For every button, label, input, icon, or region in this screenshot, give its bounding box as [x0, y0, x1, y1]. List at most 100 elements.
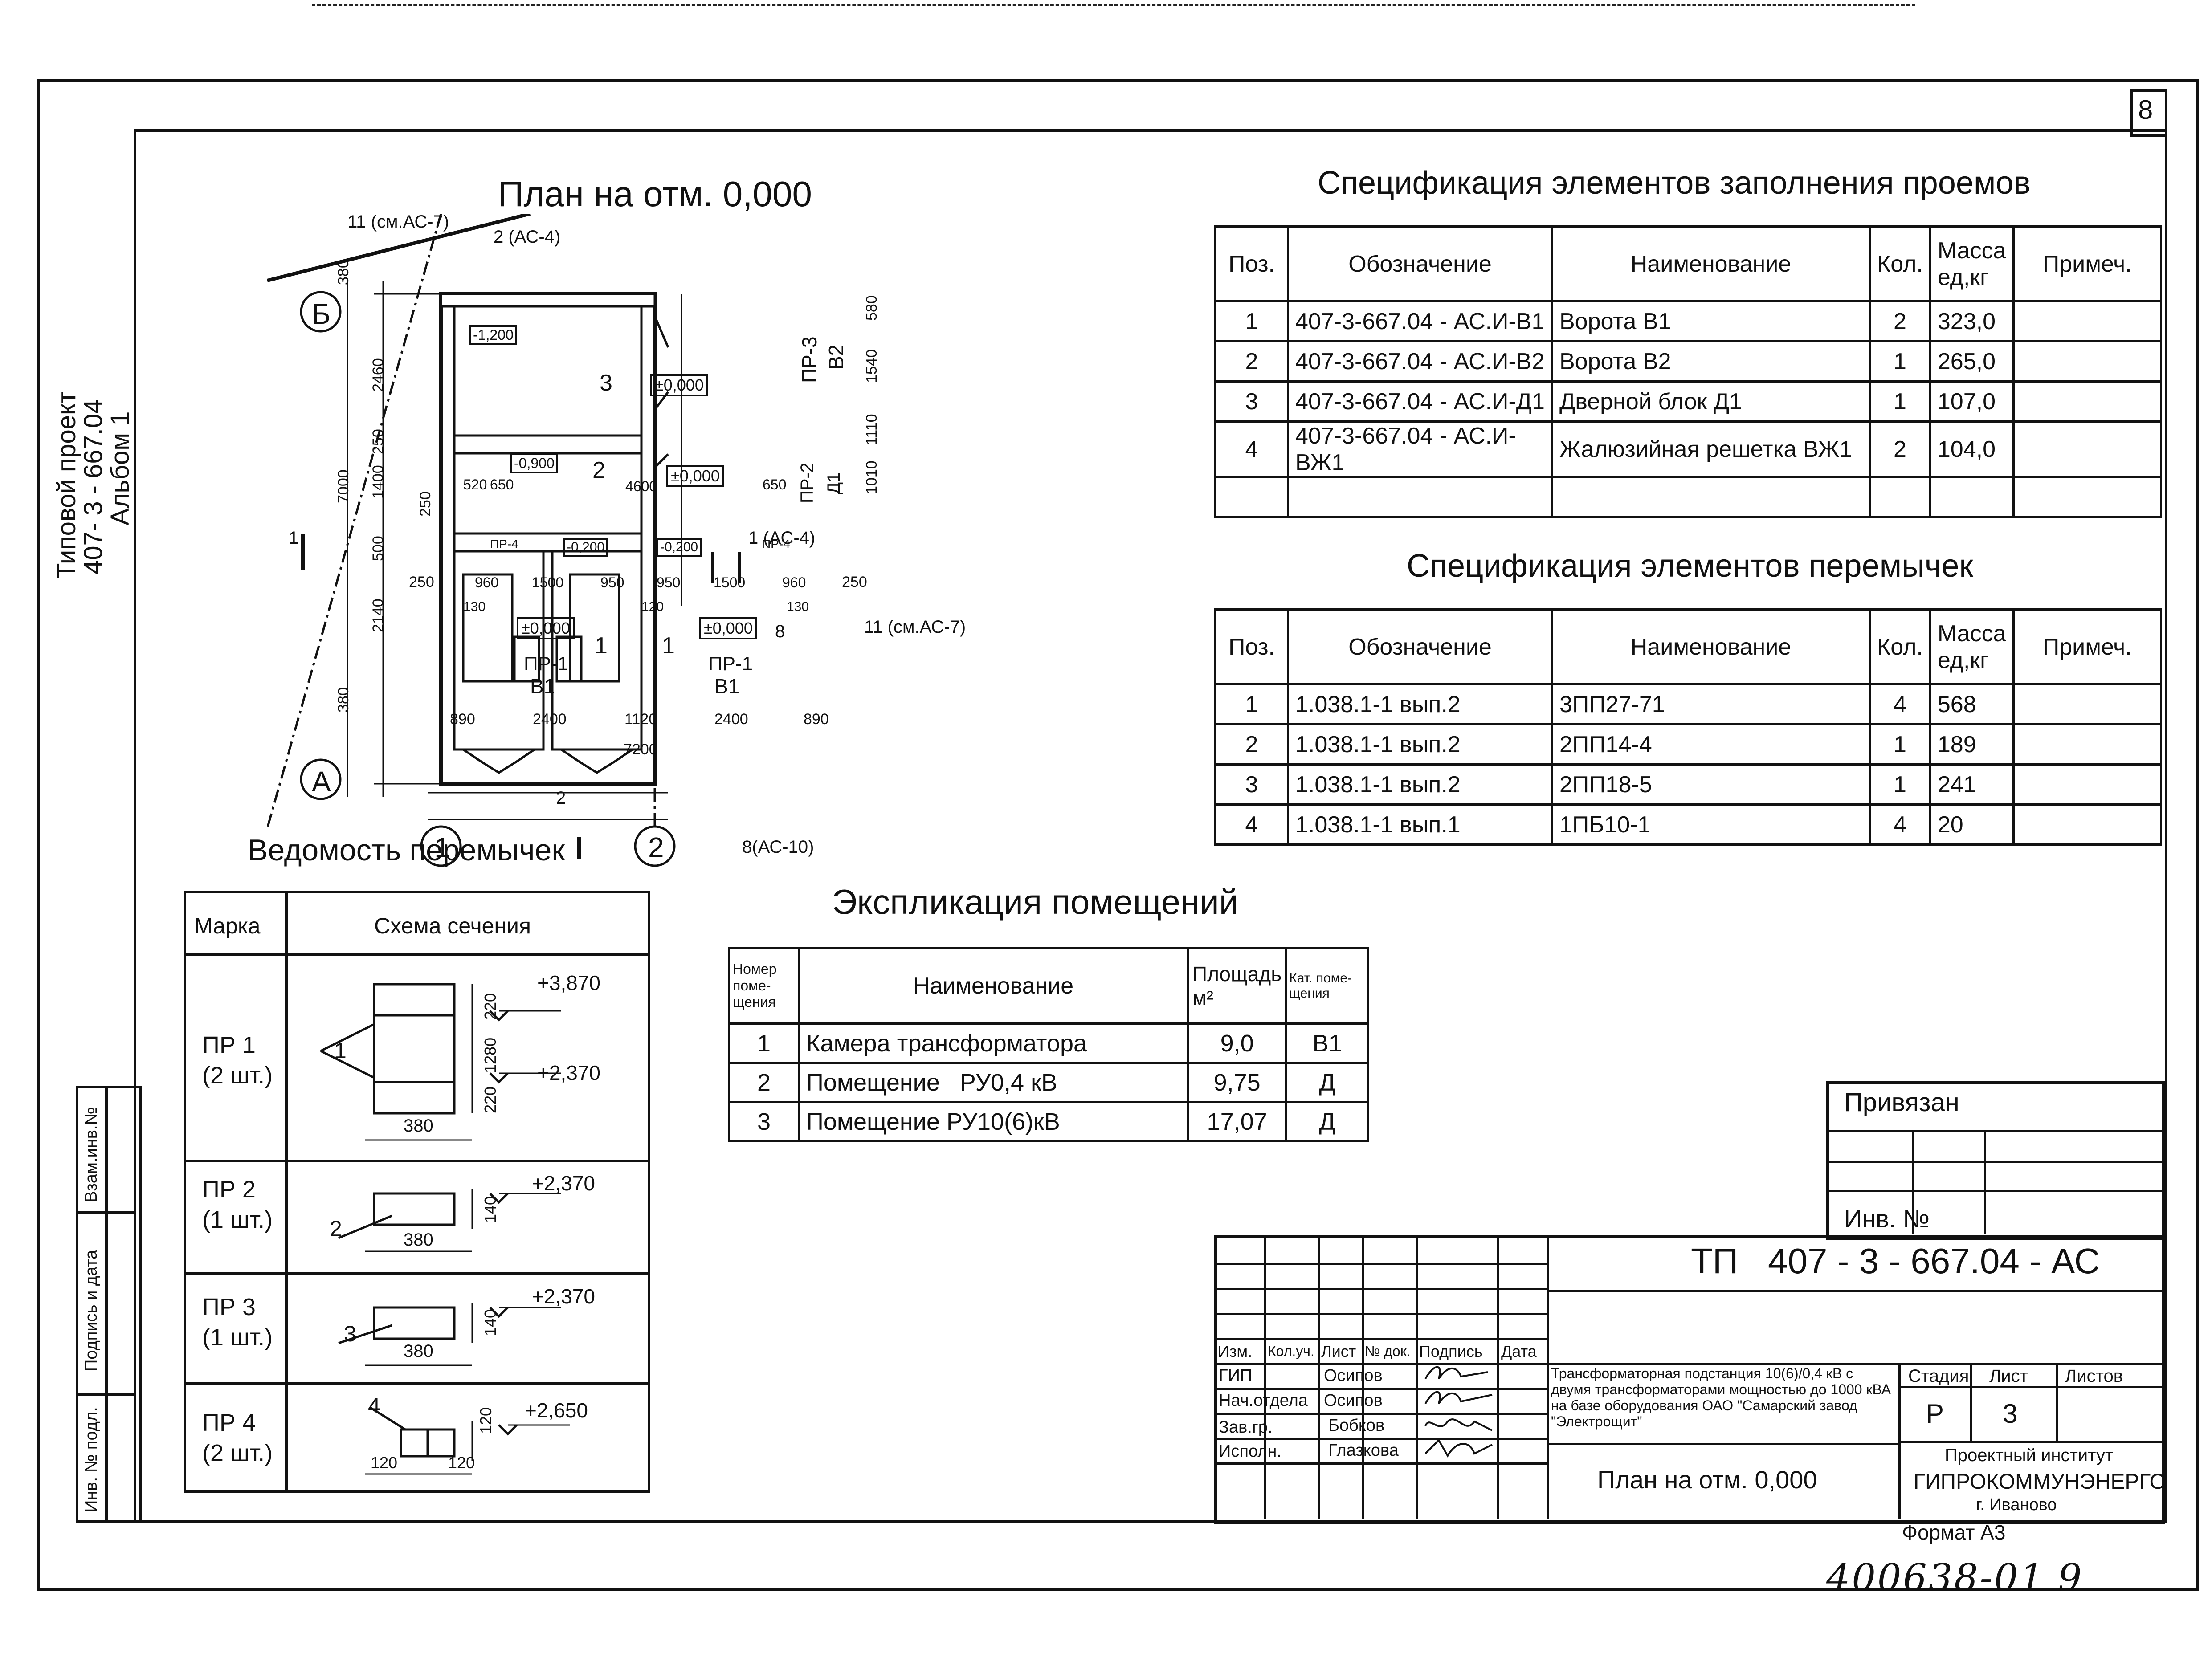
- dim-bot-890b: 890: [804, 711, 829, 728]
- dim-left-250c: 250: [409, 574, 434, 591]
- level-m900: -0,900: [510, 453, 558, 473]
- tb-name-gip: Осипов: [1324, 1366, 1383, 1385]
- lintel-pos-1: 1: [334, 1038, 347, 1063]
- th-code: Обозначение: [1287, 225, 1553, 302]
- mark-v1b: В1: [714, 675, 740, 698]
- exp-th-cat: Кат. поме-щения: [1285, 947, 1369, 1025]
- mark-eight: 8: [775, 622, 785, 641]
- th-mass: Масса ед,кг: [1929, 608, 2015, 685]
- dim-small-130b: 130: [787, 599, 809, 614]
- table-row: 4 1.038.1-1 вып.1 1ПБ10-1 4 20: [1214, 803, 2163, 846]
- th-name: Наименование: [1551, 608, 1871, 685]
- lintel-pr1-width: 380: [404, 1116, 433, 1136]
- spec-openings-title: Спецификация элементов заполнения проемо…: [1318, 165, 2031, 201]
- table-row: 2 1.038.1-1 вып.2 2ПП14-4 1 189: [1214, 723, 2163, 766]
- tb-stage-val: Р: [1926, 1399, 1944, 1429]
- signature-3: [1424, 1418, 1493, 1431]
- th-pos: Поз.: [1214, 225, 1289, 302]
- exp-th-name: Наименование: [798, 947, 1189, 1025]
- tb-name-zav: Бобков: [1328, 1416, 1385, 1435]
- lintel-pr3-width: 380: [404, 1341, 433, 1361]
- tb-org-line1: Проектный институт: [1945, 1446, 2114, 1465]
- lintel-pr3-h1: 140: [481, 1309, 499, 1336]
- lintel-pr1-h2: 1280: [481, 1037, 499, 1073]
- lintel-pr1-h3: 220: [481, 1086, 499, 1113]
- mark-pr4a: ПР-4: [490, 537, 518, 551]
- dim-mid-960b: 960: [782, 574, 806, 591]
- privyazan-inv: Инв. №: [1844, 1205, 1930, 1233]
- tb-stage-h: Стадия: [1908, 1366, 1969, 1386]
- lintel-pr1-lvl-top: +3,870: [537, 971, 600, 994]
- lintel-mark-pr3: ПР 3: [202, 1294, 256, 1320]
- dim-total-7200: 7200: [624, 741, 657, 758]
- lintel-mark-pr1: ПР 1: [202, 1032, 256, 1059]
- tb-org-line3: г. Иваново: [1976, 1495, 2057, 1514]
- lintel-section-pr2: [338, 1189, 561, 1252]
- dim-650b: 650: [763, 477, 787, 493]
- dim-4600: 4600: [625, 478, 657, 494]
- lintel-pos-2: 2: [330, 1216, 342, 1241]
- lintel-qty-pr2: (1 шт.): [202, 1206, 273, 1233]
- dim-650a: 650: [490, 477, 514, 493]
- dim-left-1400: 1400: [370, 465, 387, 499]
- th-note: Примеч.: [2012, 608, 2163, 685]
- level-m1200: -1,200: [469, 325, 517, 345]
- mark-pr1a: ПР-1: [524, 653, 569, 675]
- dim-small-130a: 130: [463, 599, 486, 614]
- tb-name-nach: Осипов: [1324, 1391, 1383, 1410]
- level-room2: ±0,000: [666, 465, 724, 487]
- level-m200b: -0,200: [657, 538, 702, 557]
- level-room1b: ±0,000: [699, 617, 757, 639]
- axis-b-circle: [300, 291, 342, 333]
- tb-col-koluch: Кол.уч.: [1268, 1343, 1314, 1359]
- dim-mid-1500b: 1500: [714, 574, 746, 591]
- ref-8-bottom: 8(АС-10): [742, 837, 814, 857]
- dim-left-2460: 2460: [370, 358, 387, 392]
- tb-role-ispoln: Исполн.: [1219, 1442, 1281, 1461]
- floor-plan: [267, 214, 741, 867]
- lintel-th-mark: Марка: [194, 913, 261, 938]
- mark-pr1b: ПР-1: [708, 653, 753, 675]
- th-name: Наименование: [1551, 225, 1871, 302]
- spec-lintels-title: Спецификация элементов перемычек: [1407, 548, 1973, 584]
- mark-v2: В2: [824, 344, 848, 370]
- plan-title: План на отм. 0,000: [498, 174, 812, 214]
- table-row: 3 407-3-667.04 - АС.И-Д1 Дверной блок Д1…: [1214, 380, 2163, 423]
- th-qty: Кол.: [1869, 225, 1931, 302]
- dim-left-2140: 2140: [370, 599, 387, 632]
- room-1b-number: 1: [662, 633, 675, 659]
- dim-right-1540: 1540: [863, 349, 880, 383]
- th-code: Обозначение: [1287, 608, 1553, 685]
- title-block: [1214, 1235, 2165, 1524]
- lintel-th-scheme: Схема сечения: [374, 913, 531, 938]
- lintel-qty-pr3: (1 шт.): [202, 1324, 273, 1351]
- lintel-list-title: Ведомость перемычек: [248, 833, 565, 867]
- side-stamp-vzam: Взам.инв.№: [82, 1107, 101, 1202]
- dim-left-500: 500: [370, 536, 387, 561]
- level-room1a: ±0,000: [517, 617, 575, 639]
- table-row: 1 1.038.1-1 вып.2 3ПП27-71 4 568: [1214, 683, 2163, 725]
- tb-list-h: Лист: [1989, 1366, 2028, 1386]
- lintel-section-pr4: [365, 1406, 570, 1475]
- level-room3: ±0,000: [650, 374, 708, 396]
- dim-left-250a: 250: [370, 429, 387, 454]
- lintel-mark-pr4: ПР 4: [202, 1409, 256, 1436]
- sheet-number: 8: [2138, 95, 2153, 125]
- tb-col-podpis: Подпись: [1419, 1342, 1483, 1360]
- axis-2-circle: [634, 825, 676, 867]
- dim-bot-1120: 1120: [624, 711, 657, 728]
- dim-mid-1500a: 1500: [532, 574, 564, 591]
- th-note: Примеч.: [2012, 225, 2163, 302]
- room-1a-outline: [453, 550, 545, 751]
- ref-2-bottom: 2: [556, 788, 566, 808]
- explication-title: Экспликация помещений: [832, 882, 1239, 921]
- lintel-pr2-lvl-top: +2,370: [532, 1172, 595, 1195]
- room-2-number: 2: [592, 457, 605, 483]
- mark-pr3: ПР-3: [798, 336, 821, 383]
- tb-org-line2: ГИПРОКОММУНЭНЕРГО: [1914, 1470, 2166, 1494]
- dim-bot-890a: 890: [450, 711, 475, 728]
- tb-col-izm: Изм.: [1218, 1342, 1253, 1360]
- top-dashes: [312, 4, 1915, 8]
- mark-v1a: В1: [530, 675, 555, 698]
- dim-mid-960a: 960: [475, 574, 499, 591]
